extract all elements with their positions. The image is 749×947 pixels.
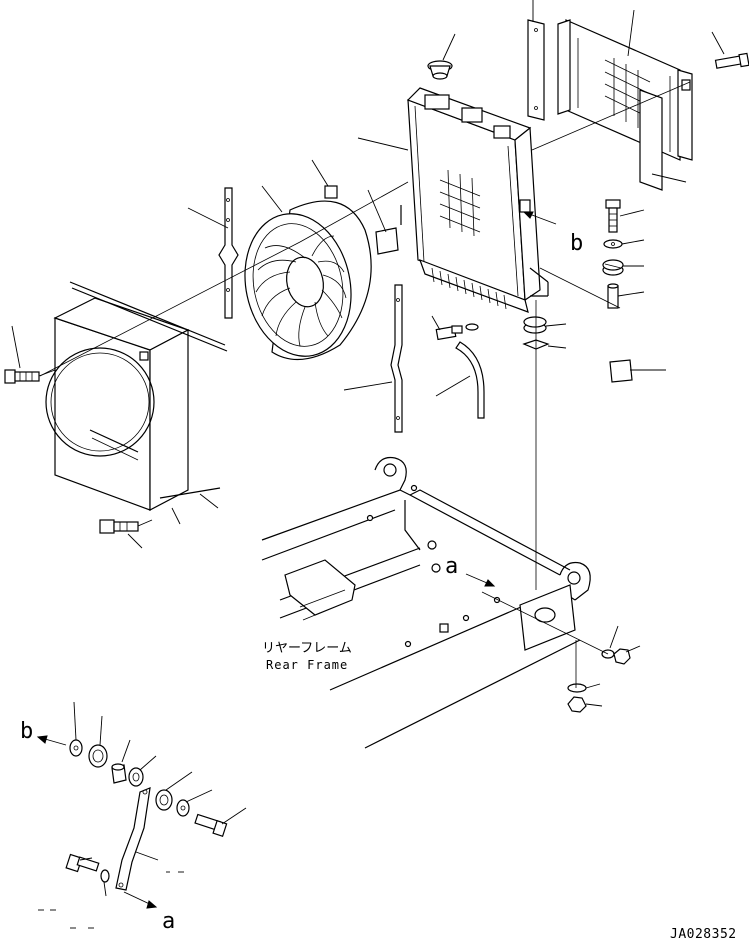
- radiator-cap: [427, 60, 453, 80]
- lower-nut: [567, 696, 587, 713]
- frame-nut: [613, 648, 631, 665]
- drain-hose: [455, 341, 485, 419]
- mount-washer: [603, 239, 623, 249]
- radiator-pad: [375, 227, 399, 255]
- ref-arrow-b-radiator: [522, 211, 557, 225]
- assembly-lines: [39, 81, 691, 688]
- stay-bushing: [88, 744, 108, 768]
- rubber-mount-lower: [523, 316, 547, 334]
- ref-letter-a-stay: a: [162, 909, 175, 934]
- stay-collar: [111, 763, 127, 784]
- ref-letter-b-radiator: b: [570, 231, 583, 256]
- pad: [609, 359, 633, 383]
- shroud-seal-strip: [218, 187, 239, 319]
- mount-collar: [607, 283, 619, 309]
- rear-frame: [261, 456, 591, 749]
- stay-washer-lower: [100, 869, 110, 883]
- cooling-fan: [244, 185, 372, 361]
- rear-frame-label-en: Rear Frame: [266, 658, 348, 672]
- ref-arrow-a-frame: [465, 573, 496, 587]
- rear-frame-label-ja: リヤーフレーム: [262, 641, 352, 656]
- stay-ring: [128, 767, 144, 787]
- radiator: [406, 87, 549, 313]
- leader-lines: [11, 0, 725, 897]
- bolt-shroud-bottom: [99, 519, 153, 534]
- stay-bolt-lower: [65, 853, 100, 873]
- stay-bushing-2: [155, 789, 173, 811]
- ref-arrow-a-stay: [123, 891, 158, 909]
- ref-arrow-b-stay: [36, 735, 67, 746]
- oil-cooler-screen: [557, 19, 693, 191]
- lower-washer: [567, 683, 587, 693]
- screen-bolt: [714, 52, 749, 69]
- bolt-shroud-left: [4, 369, 56, 384]
- drawing-number: JA028352: [670, 927, 737, 942]
- stay-washer-1: [69, 739, 83, 757]
- dash-marks: [38, 871, 184, 929]
- side-guard-plate: [527, 19, 545, 121]
- radiator-seal-strip: [390, 284, 403, 433]
- stay-rod: [115, 787, 151, 891]
- mount-bolt: [605, 199, 621, 233]
- ref-letter-b-stay: b: [20, 719, 33, 744]
- stay-bolt: [194, 813, 228, 837]
- rubber-mount: [602, 259, 624, 276]
- fan-shroud: [45, 281, 228, 511]
- ref-letter-a-frame: a: [445, 554, 458, 579]
- drain-valve: [435, 323, 479, 341]
- stay-washer-2: [176, 799, 190, 817]
